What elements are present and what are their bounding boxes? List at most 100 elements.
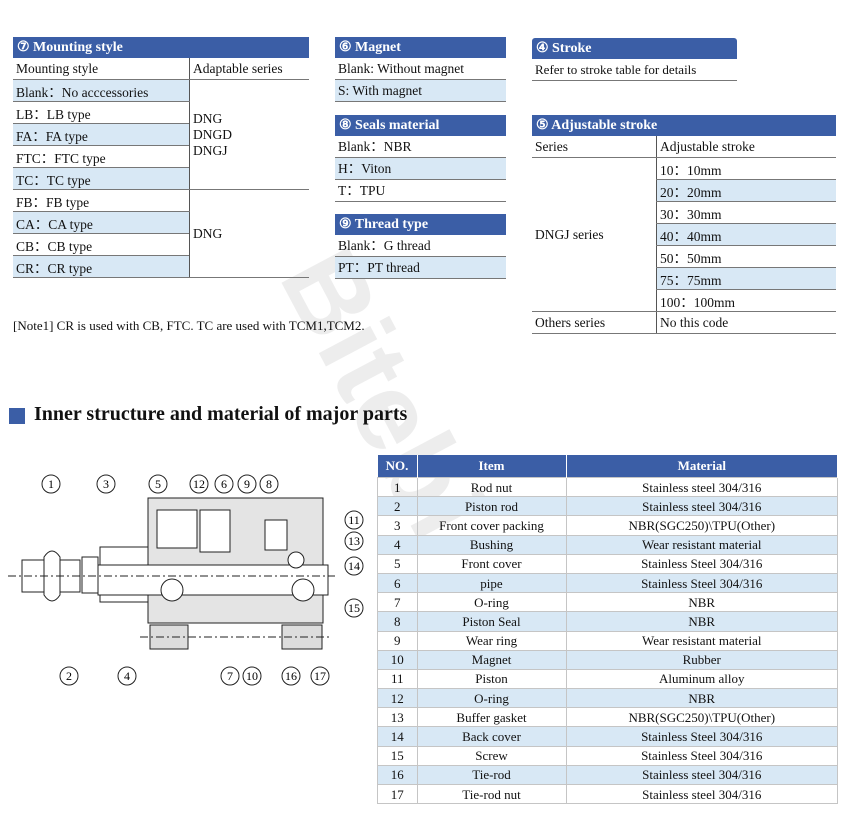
callout-circle bbox=[344, 598, 364, 618]
cell-no: 13 bbox=[377, 707, 418, 728]
series: DNGD bbox=[193, 126, 232, 142]
cell-item: Front cover packing bbox=[416, 515, 567, 536]
cell-no: 8 bbox=[377, 611, 418, 632]
seals-table: ⑧ Seals material Blank：NBR H：Viton T：TPU bbox=[335, 115, 506, 202]
cell-no: 5 bbox=[377, 553, 418, 574]
cell-item: Screw bbox=[416, 745, 567, 766]
series: DNG bbox=[193, 110, 223, 126]
callout-circle bbox=[281, 666, 301, 686]
callout-circle bbox=[96, 474, 116, 494]
series-cell: DNGJ series bbox=[532, 157, 657, 312]
wiper bbox=[81, 556, 99, 594]
seals-row: Blank：NBR bbox=[335, 136, 506, 158]
cell-no: 1 bbox=[377, 476, 418, 498]
callout-label: 14 bbox=[348, 559, 360, 573]
callout-circle bbox=[220, 666, 240, 686]
mount-row: FA：FA type bbox=[13, 123, 190, 146]
cell-material: NBR bbox=[565, 592, 838, 613]
callout-circle bbox=[41, 474, 61, 494]
callout-label: 12 bbox=[193, 477, 205, 491]
stroke-text: Refer to stroke table for details bbox=[532, 59, 737, 81]
stroke-row: 100：100mm bbox=[656, 289, 836, 312]
callout-label: 13 bbox=[348, 534, 360, 548]
col-header: Item bbox=[417, 455, 567, 478]
callout-label: 10 bbox=[246, 669, 258, 683]
cell-material: NBR(SGC250)\TPU(Other) bbox=[565, 515, 838, 536]
mount-row: CA：CA type bbox=[13, 211, 190, 234]
stroke-title: ④ Stroke bbox=[532, 38, 737, 59]
callout-circle bbox=[242, 666, 262, 686]
cell-no: 9 bbox=[377, 630, 418, 651]
cell-material: Stainless steel 304/316 bbox=[565, 764, 838, 786]
cell-item: pipe bbox=[416, 572, 567, 594]
seals-title: ⑧ Seals material bbox=[335, 115, 506, 136]
callout-circle bbox=[237, 474, 257, 494]
cell-material: Rubber bbox=[565, 649, 838, 670]
cell-material: Stainless steel 304/316 bbox=[565, 496, 838, 517]
thread-row: Blank：G thread bbox=[335, 235, 506, 257]
col-header: NO. bbox=[377, 455, 418, 478]
callout-circle bbox=[59, 666, 79, 686]
note-text: [Note1] CR is used with CB, FTC. TC are … bbox=[13, 318, 365, 333]
mount-row: CB：CB type bbox=[13, 233, 190, 256]
cell-item: Front cover bbox=[416, 553, 567, 574]
seals-row: H：Viton bbox=[335, 158, 506, 180]
callout-label: 17 bbox=[314, 669, 326, 683]
stroke-row: 40：40mm bbox=[656, 223, 836, 246]
cell-item: Magnet bbox=[416, 649, 567, 670]
col-header: Series bbox=[532, 136, 657, 158]
cell-no: 4 bbox=[377, 534, 418, 555]
magnet-row: S: With magnet bbox=[335, 80, 506, 102]
seals-row: T：TPU bbox=[335, 180, 506, 202]
callout-label: 9 bbox=[244, 477, 250, 491]
stroke-row: 30：30mm bbox=[656, 201, 836, 224]
mounting-style-title: ⑦ Mounting style bbox=[13, 37, 309, 58]
callout-label: 6 bbox=[221, 477, 227, 491]
callout-circle bbox=[310, 666, 330, 686]
section-marker bbox=[9, 408, 25, 424]
mount-row: CR：CR type bbox=[13, 255, 190, 278]
cell-item: O-ring bbox=[416, 592, 567, 613]
thread-table: ⑨ Thread type Blank：G thread PT：PT threa… bbox=[335, 214, 506, 279]
cell-item: O-ring bbox=[416, 688, 567, 709]
magnet-row: Blank: Without magnet bbox=[335, 58, 506, 80]
callout-circle bbox=[214, 474, 234, 494]
cell-material: NBR bbox=[565, 611, 838, 632]
cell-no: 17 bbox=[377, 783, 418, 805]
series-group-2: DNG bbox=[189, 189, 309, 278]
cell-no: 6 bbox=[377, 572, 418, 594]
others-value: No this code bbox=[656, 311, 836, 334]
cell-no: 16 bbox=[377, 764, 418, 786]
cell-no: 12 bbox=[377, 688, 418, 709]
col-header: Material bbox=[566, 455, 838, 478]
cell-item: Back cover bbox=[416, 726, 567, 747]
others-series: Others series bbox=[532, 311, 657, 334]
thread-title: ⑨ Thread type bbox=[335, 214, 506, 235]
series: DNGJ bbox=[193, 142, 228, 158]
cell-no: 7 bbox=[377, 592, 418, 613]
callout-label: 4 bbox=[124, 669, 130, 683]
callout-circle bbox=[344, 556, 364, 576]
callout-label: 7 bbox=[227, 669, 233, 683]
magnet-title: ⑥ Magnet bbox=[335, 37, 506, 58]
cell-item: Tie-rod nut bbox=[416, 783, 567, 805]
cell-item: Wear ring bbox=[416, 630, 567, 651]
cell-item: Bushing bbox=[416, 534, 567, 555]
callout-circle bbox=[259, 474, 279, 494]
callout-label: 2 bbox=[66, 669, 72, 683]
cell-material: Wear resistant material bbox=[565, 630, 838, 651]
cell-material: Wear resistant material bbox=[565, 534, 838, 555]
